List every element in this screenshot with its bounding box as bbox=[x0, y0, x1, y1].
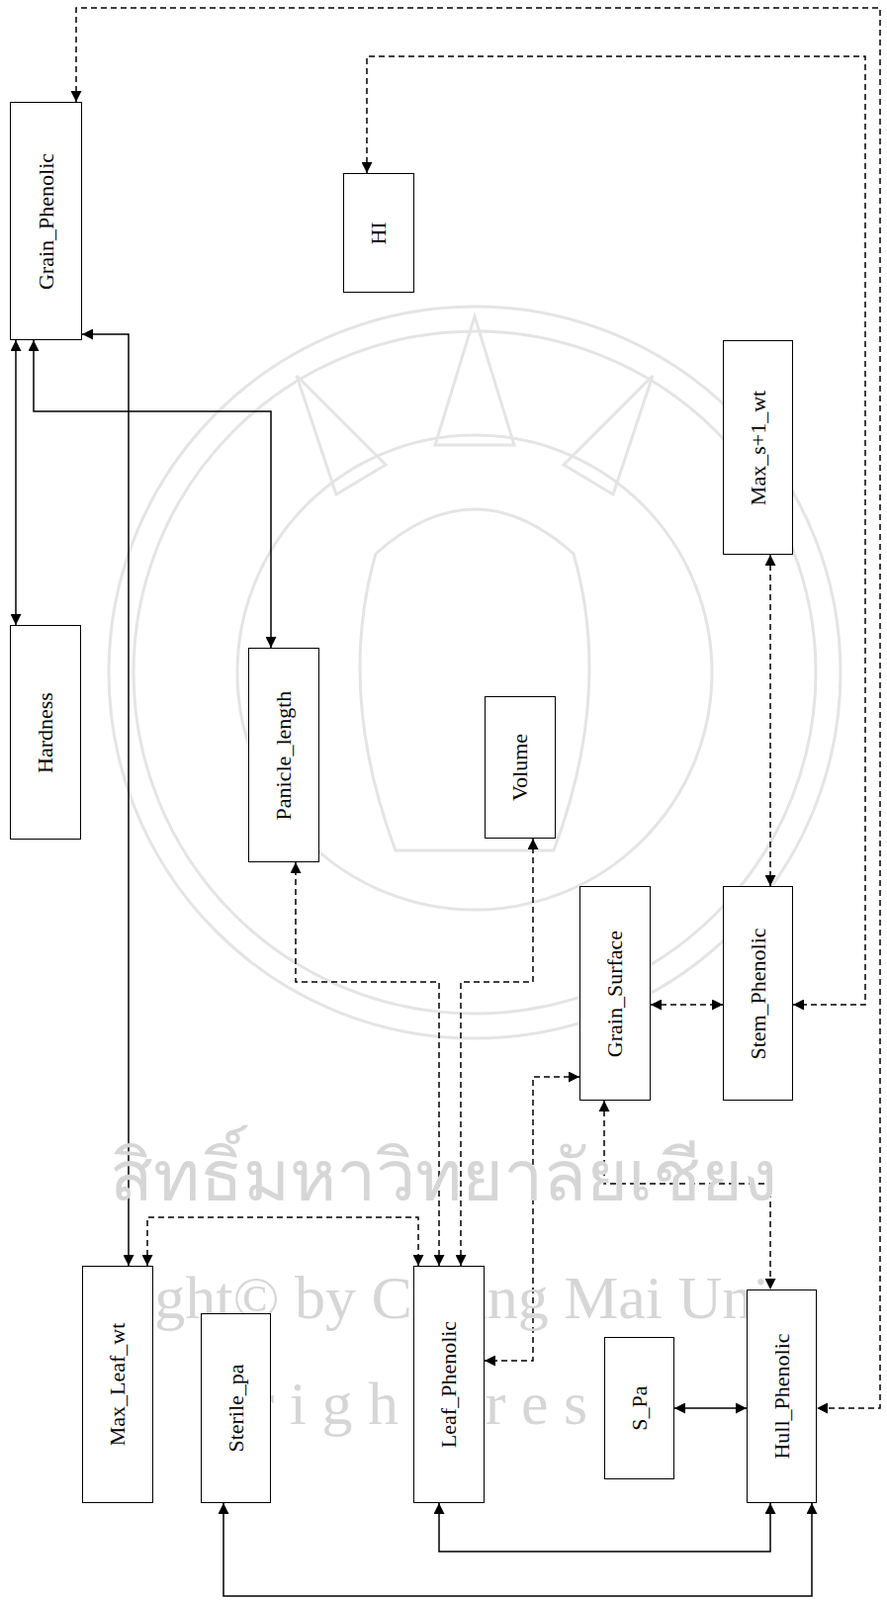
connector bbox=[147, 1217, 419, 1266]
variable-box: Hardness bbox=[9, 624, 82, 840]
variable-box: Sterile_pa bbox=[200, 1313, 271, 1504]
variable-name: HI bbox=[365, 221, 392, 245]
variable-name: Max_Leaf_wt bbox=[104, 1323, 131, 1447]
variable-box: HI bbox=[343, 173, 415, 293]
variable-box: Leaf_Phenolic bbox=[413, 1265, 485, 1504]
variable-name: Volume bbox=[507, 733, 533, 801]
variable-name: Sterile_pa bbox=[223, 1363, 250, 1452]
variable-name: S_Pa bbox=[626, 1385, 653, 1430]
variable-box: Max_s+1_wt bbox=[722, 340, 794, 555]
variable-name: Stem_Phenolic bbox=[745, 927, 772, 1060]
variable-name: Max_s+1_wt bbox=[745, 389, 772, 505]
variable-box: Hull_Phenolic bbox=[746, 1289, 817, 1504]
variable-name: Grain_Surface bbox=[602, 929, 628, 1057]
connector bbox=[439, 1503, 771, 1552]
variable-box: Max_Leaf_wt bbox=[82, 1265, 154, 1504]
variable-box: Grain_Surface bbox=[579, 886, 651, 1101]
variable-name: Leaf_Phenolic bbox=[436, 1321, 462, 1448]
variable-box: Volume bbox=[484, 696, 556, 839]
variable-name: Panicle_length bbox=[270, 690, 297, 820]
connector bbox=[76, 7, 881, 1409]
connector bbox=[223, 1503, 812, 1597]
variable-name: Grain_Phenolic bbox=[33, 152, 60, 289]
connector bbox=[14, 340, 17, 625]
connector bbox=[650, 1003, 723, 1006]
variable-box: Grain_Phenolic bbox=[9, 101, 83, 341]
variable-name: Hardness bbox=[32, 692, 59, 774]
watermark-text: สิทธิ์มหาวิทยาลัยเชียง bbox=[109, 1137, 778, 1216]
connector bbox=[366, 56, 866, 1005]
variable-box: S_Pa bbox=[604, 1336, 675, 1480]
connector bbox=[33, 340, 271, 648]
connector bbox=[769, 554, 772, 887]
variable-box: Panicle_length bbox=[248, 647, 320, 863]
variable-name: Hull_Phenolic bbox=[769, 1332, 796, 1459]
connector bbox=[674, 1407, 747, 1410]
variable-box: Stem_Phenolic bbox=[722, 886, 794, 1101]
connector bbox=[82, 334, 129, 1266]
